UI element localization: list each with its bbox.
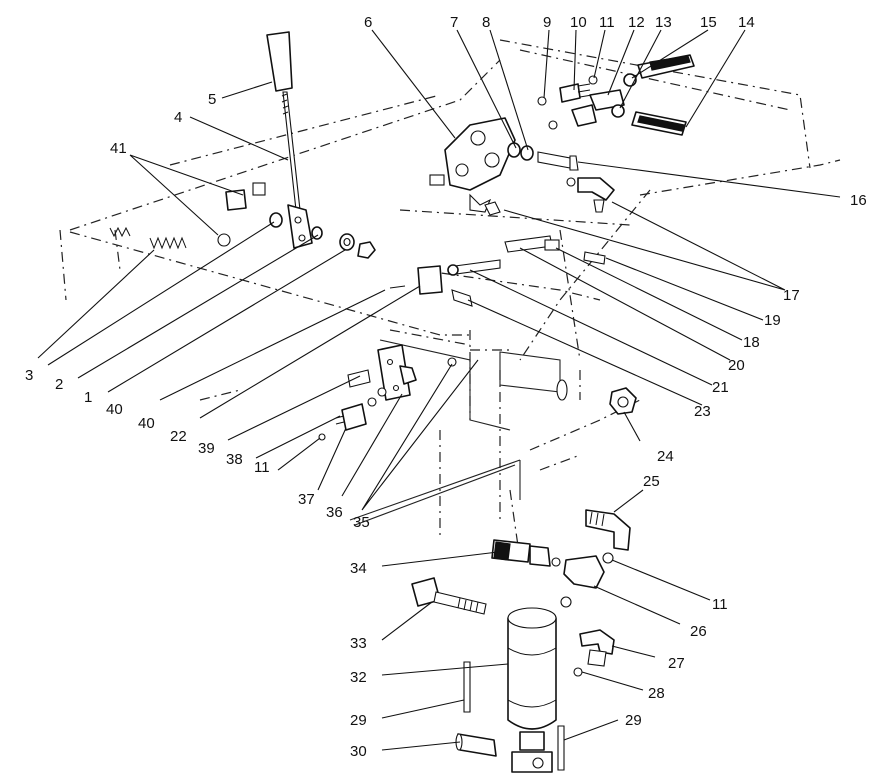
callout-15: 15 [700,14,717,31]
callout-25: 25 [643,473,660,490]
callout-33: 34 [350,560,367,577]
callout-29-right: 29 [625,712,642,729]
leader-lines [37,29,841,751]
adapter-assembly [491,539,614,608]
callout-11-right: 11 [712,596,728,613]
callout-7: 7 [450,14,458,31]
valve-bolts [507,142,579,171]
callout-21: 21 [712,379,729,396]
callout-13: 13 [655,14,672,31]
callout-34: 35 [353,514,370,531]
linkage [389,235,606,307]
callout-41: 41 [110,140,127,157]
pins [455,661,565,771]
callout-18: 18 [743,334,760,351]
callout-39: 40 [138,415,155,432]
callout-20: 20 [728,357,745,374]
callout-1: 1 [84,389,92,406]
lever-hardware [217,182,376,259]
callout-10: 10 [570,14,587,31]
callout-32: 33 [350,635,367,652]
bolt-32 [411,577,487,615]
callout-24: 24 [657,448,674,465]
callout-16: 16 [850,192,867,209]
callout-29-left: 29 [350,712,367,729]
callout-9: 9 [543,14,551,31]
callout-19: 19 [764,312,781,329]
machine-frame [59,39,841,561]
callout-22: 22 [170,428,187,445]
nut-24 [556,379,637,415]
callout-2: 2 [55,376,63,393]
callout-31: 32 [350,669,367,686]
springs [109,226,187,250]
callout-11-left: 11 [254,459,270,476]
callout-12: 12 [628,14,645,31]
callout-27: 27 [668,655,685,672]
top-fittings [537,54,695,136]
callout-4: 4 [174,109,182,126]
callout-17: 17 [783,287,800,304]
callout-11-top: 11 [599,14,615,31]
callout-3: 3 [25,367,33,384]
callout-40: 40 [106,401,123,418]
elbow-fitting-25 [585,509,631,551]
callout-35: 36 [326,504,343,521]
control-lever [266,31,313,249]
callout-28: 28 [648,685,665,702]
callout-37: 38 [226,451,243,468]
callout-36: 37 [298,491,315,508]
callout-5: 5 [208,91,216,108]
callout-8: 8 [482,14,490,31]
elbow-fitting-17 [566,177,615,213]
callout-14: 14 [738,14,755,31]
valve-block [429,117,516,216]
elbow-fitting-27 [573,629,615,677]
callout-6: 6 [364,14,372,31]
callout-23: 23 [694,403,711,420]
callout-labels: 5 4 41 6 7 8 9 10 11 12 13 15 14 16 17 1… [25,14,867,760]
callout-30: 30 [350,743,367,760]
hydraulic-cylinder [507,607,557,773]
callout-38: 39 [198,440,215,457]
callout-26: 26 [690,623,707,640]
bracket-35 [318,344,457,441]
